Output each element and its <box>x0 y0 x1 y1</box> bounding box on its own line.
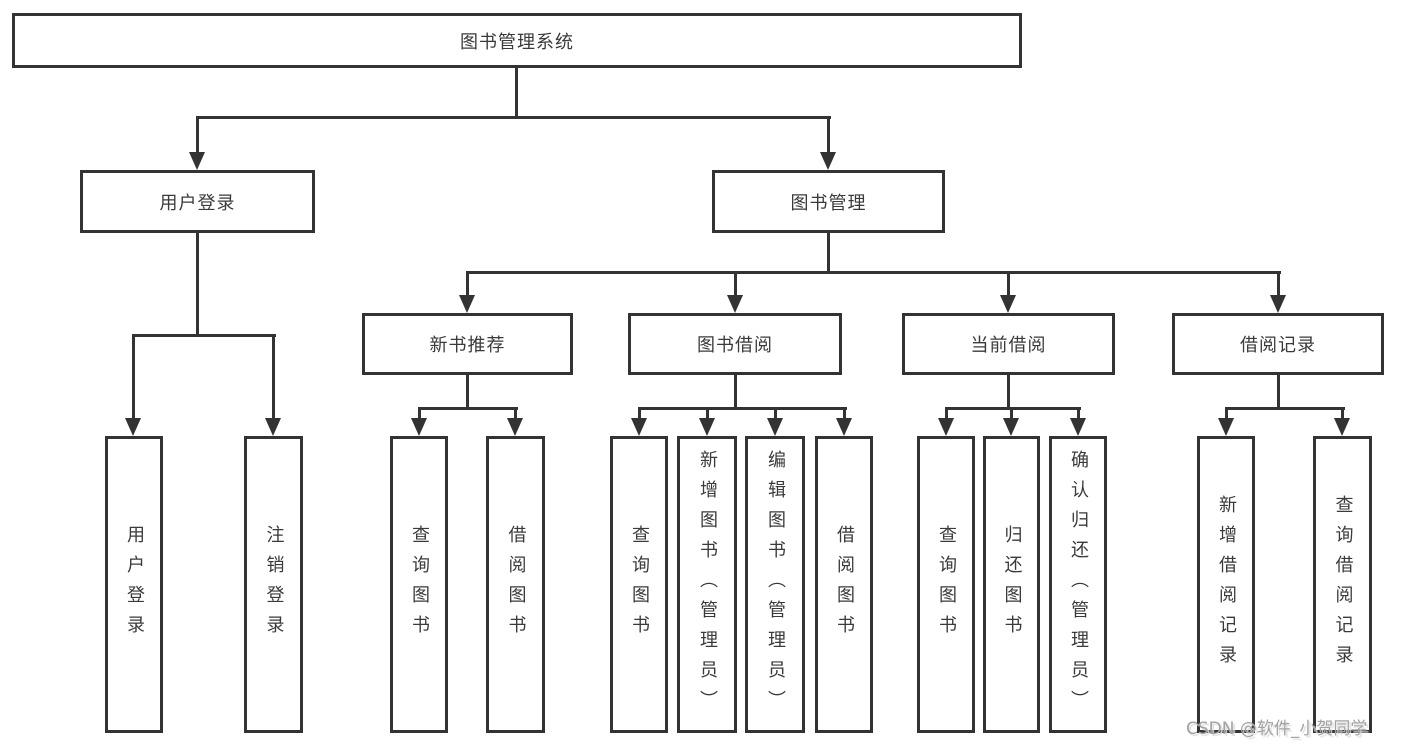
node-new-book-recommend: 新书推荐 <box>362 313 573 375</box>
leaf-user-login-label: 用户登录 <box>124 524 145 645</box>
leaf-current-confirm-return-label: 确认归还（管理员） <box>1068 449 1089 720</box>
connector-vline <box>1276 272 1280 297</box>
connector-vline <box>271 335 275 420</box>
leaf-records-query-record-label: 查询借阅记录 <box>1332 494 1354 675</box>
leaf-borrow-add-book: 新增图书（管理员） <box>677 436 737 733</box>
arrow-down-icon <box>1070 418 1086 436</box>
connector-vline <box>1276 375 1280 409</box>
connector-vline <box>842 408 846 420</box>
node-current-borrow-label: 当前借阅 <box>970 335 1047 356</box>
watermark: CSDN @软件_小贺同学 <box>1186 719 1368 739</box>
arrow-down-icon <box>1218 418 1234 436</box>
leaf-borrow-edit-book-label: 编辑图书（管理员） <box>765 449 786 720</box>
connector-vline <box>417 408 421 420</box>
connector-vline <box>1006 375 1010 409</box>
connector-vline <box>465 272 469 297</box>
node-user-login: 用户登录 <box>80 170 315 233</box>
arrow-down-icon <box>507 418 523 436</box>
node-borrow-records-label: 借阅记录 <box>1240 335 1316 356</box>
arrow-down-icon <box>699 418 715 436</box>
connector-vline <box>465 375 469 409</box>
connector-hline <box>944 406 1081 410</box>
arrow-down-icon <box>938 418 954 436</box>
node-root-label: 图书管理系统 <box>460 31 574 53</box>
leaf-borrow-edit-book: 编辑图书（管理员） <box>745 436 805 733</box>
leaf-borrow-add-book-label: 新增图书（管理员） <box>697 449 718 720</box>
arrow-down-icon <box>820 152 836 170</box>
connector-vline <box>826 233 830 273</box>
node-book-management: 图书管理 <box>712 170 945 233</box>
leaf-recommend-query-book-label: 查询图书 <box>409 524 430 645</box>
arrow-down-icon <box>1334 418 1350 436</box>
arrow-down-icon <box>767 418 783 436</box>
leaf-current-return-book: 归还图书 <box>983 436 1040 733</box>
leaf-current-query-book-label: 查询图书 <box>936 524 957 645</box>
arrow-down-icon <box>1000 295 1016 313</box>
node-book-borrow-label: 图书借阅 <box>697 335 773 356</box>
leaf-user-login: 用户登录 <box>105 436 163 733</box>
connector-vline <box>1340 408 1344 420</box>
arrow-down-icon <box>1003 418 1019 436</box>
leaf-recommend-borrow-book-label: 借阅图书 <box>505 524 527 645</box>
connector-vline <box>733 375 737 409</box>
leaf-recommend-borrow-book: 借阅图书 <box>486 436 545 733</box>
connector-hline <box>131 333 276 337</box>
connector-vline <box>773 408 777 420</box>
arrow-down-icon <box>727 295 743 313</box>
leaf-borrow-borrow-book-label: 借阅图书 <box>834 524 855 645</box>
leaf-recommend-query-book: 查询图书 <box>390 436 448 733</box>
connector-vline <box>1224 408 1228 420</box>
node-new-book-recommend-label: 新书推荐 <box>429 335 506 356</box>
arrow-down-icon <box>125 418 141 436</box>
connector-vline <box>131 335 135 420</box>
node-user-login-label: 用户登录 <box>159 192 236 214</box>
leaf-logout: 注销登录 <box>244 436 303 733</box>
leaf-borrow-borrow-book: 借阅图书 <box>815 436 873 733</box>
leaf-current-return-book-label: 归还图书 <box>1001 524 1023 645</box>
leaf-records-add-record: 新增借阅记录 <box>1197 436 1255 733</box>
arrow-down-icon <box>189 152 205 170</box>
connector-hline <box>195 115 831 119</box>
arrow-down-icon <box>836 418 852 436</box>
leaf-borrow-query-book: 查询图书 <box>610 436 668 733</box>
arrow-down-icon <box>459 295 475 313</box>
arrow-down-icon <box>1270 295 1286 313</box>
connector-vline <box>733 272 737 297</box>
connector-hline <box>1224 406 1345 410</box>
arrow-down-icon <box>631 418 647 436</box>
leaf-records-query-record: 查询借阅记录 <box>1313 436 1372 733</box>
leaf-borrow-query-book-label: 查询图书 <box>629 524 650 645</box>
connector-hline <box>637 406 847 410</box>
connector-vline <box>1006 272 1010 297</box>
connector-hline <box>417 406 518 410</box>
leaf-logout-label: 注销登录 <box>263 524 285 645</box>
connector-vline <box>195 117 199 154</box>
connector-vline <box>826 117 830 154</box>
connector-vline <box>637 408 641 420</box>
leaf-records-add-record-label: 新增借阅记录 <box>1216 494 1237 675</box>
connector-vline <box>1009 408 1013 420</box>
arrow-down-icon <box>411 418 427 436</box>
arrow-down-icon <box>265 418 281 436</box>
connector-vline <box>944 408 948 420</box>
node-root: 图书管理系统 <box>12 13 1022 68</box>
connector-vline <box>513 408 517 420</box>
connector-vline <box>705 408 709 420</box>
leaf-current-query-book: 查询图书 <box>917 436 975 733</box>
node-book-management-label: 图书管理 <box>790 192 867 214</box>
node-borrow-records: 借阅记录 <box>1172 313 1384 375</box>
connector-vline <box>514 68 518 118</box>
connector-hline <box>465 270 1281 274</box>
connector-vline <box>195 233 199 336</box>
node-current-borrow: 当前借阅 <box>902 313 1115 375</box>
leaf-current-confirm-return: 确认归还（管理员） <box>1049 436 1107 733</box>
node-book-borrow: 图书借阅 <box>628 313 842 375</box>
connector-vline <box>1076 408 1080 420</box>
